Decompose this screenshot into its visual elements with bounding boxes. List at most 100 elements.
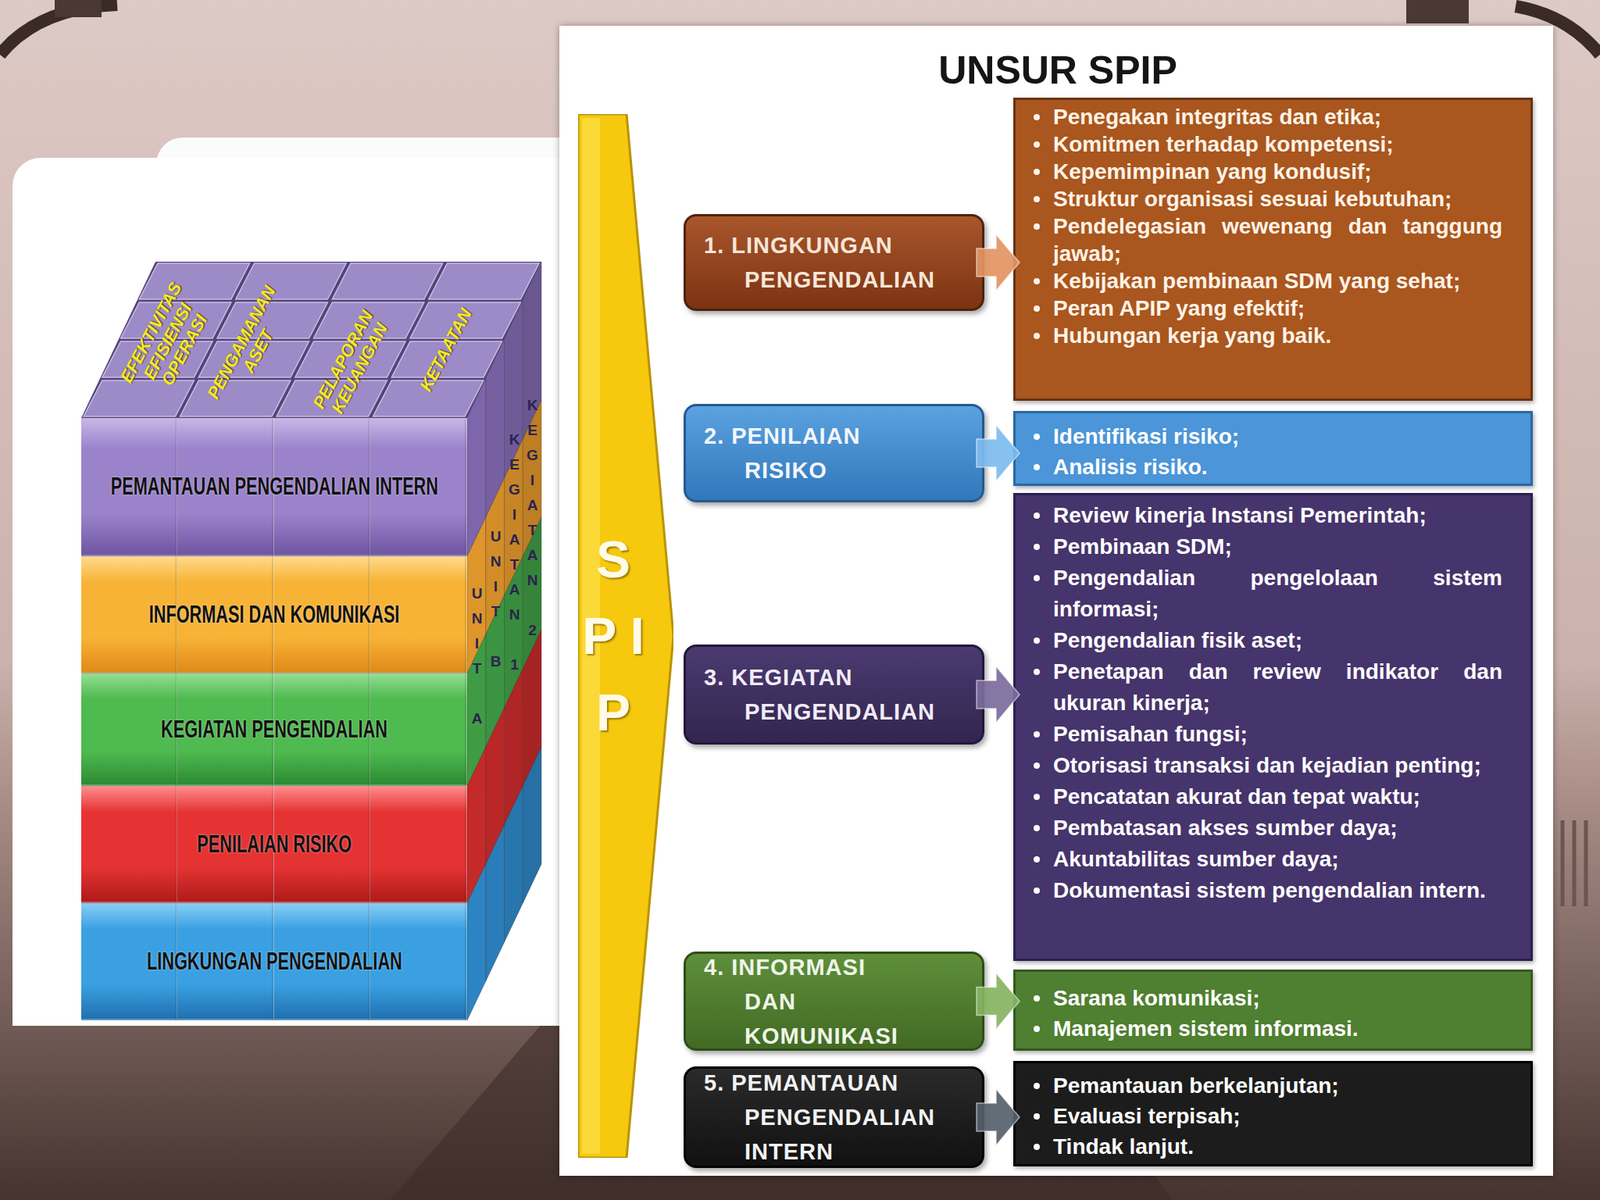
bullet-dot bbox=[1033, 278, 1040, 285]
element-box: 4. INFORMASI DAN KOMUNIKASI bbox=[683, 951, 985, 1051]
bullet-item: Kepemimpinan yang kondusif; bbox=[1033, 157, 1503, 186]
box-label: 4. INFORMASI DAN KOMUNIKASI bbox=[703, 950, 915, 1054]
top-tile bbox=[139, 263, 250, 300]
bullet-item: Identifikasi risiko; bbox=[1033, 421, 1503, 452]
detail-box: Identifikasi risiko;Analisis risiko. bbox=[1013, 410, 1533, 486]
layer-band: PEMANTAUAN PENGENDALIAN INTERN bbox=[81, 417, 468, 557]
unit-label: KEGIATAN 2 bbox=[523, 396, 541, 647]
bullet-text: Sarana komunikasi; bbox=[1053, 982, 1503, 1014]
bullet-dot bbox=[1033, 196, 1040, 203]
bullet-text: Pengendalian fisik aset; bbox=[1053, 625, 1503, 657]
element-box: 1. LINGKUNGAN PENGENDALIAN bbox=[683, 214, 985, 311]
top-tile bbox=[83, 380, 194, 417]
layer-band: PENILAIAN RISIKO bbox=[81, 785, 468, 904]
bullet-dot bbox=[1033, 793, 1040, 800]
layer-label: KEGIATAN PENGENDALIAN bbox=[160, 715, 388, 744]
bullet-item: Struktur organisasi sesuai kebutuhan; bbox=[1033, 185, 1503, 213]
bullet-item: Manajemen sistem informasi. bbox=[1033, 1013, 1503, 1044]
bullet-text: Akuntabilitas sumber daya; bbox=[1053, 843, 1503, 875]
bullet-dot bbox=[1033, 305, 1040, 312]
bullet-item: Penetapan dan review indikator dan ukura… bbox=[1033, 656, 1503, 719]
bullet-dot bbox=[1033, 825, 1040, 832]
layer-label: LINGKUNGAN PENGENDALIAN bbox=[146, 947, 403, 976]
bullet-dot bbox=[1033, 1082, 1040, 1090]
bullet-text: Struktur organisasi sesuai kebutuhan; bbox=[1053, 185, 1503, 213]
bullet-text: Pemantauan berkelanjutan; bbox=[1053, 1070, 1503, 1101]
bullet-text: Pencatatan akurat dan tepat waktu; bbox=[1053, 781, 1503, 813]
bullet-text: Manajemen sistem informasi. bbox=[1053, 1013, 1503, 1044]
top-tile bbox=[428, 263, 540, 300]
layer-band: INFORMASI DAN KOMUNIKASI bbox=[81, 556, 468, 674]
bullet-dot bbox=[1033, 575, 1040, 582]
lamp-head bbox=[1406, 0, 1469, 24]
bullet-dot bbox=[1033, 512, 1040, 519]
bullet-text: Penetapan dan review indikator dan ukura… bbox=[1053, 656, 1503, 719]
bullet-item: Pembinaan SDM; bbox=[1033, 531, 1503, 563]
bullet-dot bbox=[1033, 433, 1040, 440]
bullet-dot bbox=[1033, 464, 1040, 471]
bullet-text: Pendelegasian wewenang dan tanggung jawa… bbox=[1053, 212, 1503, 268]
side-face bbox=[485, 825, 505, 982]
layer-label: INFORMASI DAN KOMUNIKASI bbox=[149, 600, 400, 629]
box-label: 5. PEMANTAUAN PENGENDALIAN INTERN bbox=[703, 1065, 954, 1169]
bullet-dot bbox=[1033, 762, 1040, 769]
box-label: 1. LINGKUNGAN PENGENDALIAN bbox=[703, 228, 954, 297]
bullet-text: Otorisasi transaksi dan kejadian penting… bbox=[1053, 750, 1503, 782]
bullet-text: Kebijakan pembinaan SDM yang sehat; bbox=[1053, 267, 1503, 295]
bullet-text: Kepemimpinan yang kondusif; bbox=[1053, 157, 1503, 186]
bullet-dot bbox=[1033, 995, 1040, 1002]
unit-label: KEGIATAN 1 bbox=[505, 431, 523, 682]
bullet-text: Dokumentasi sistem pengendalian intern. bbox=[1053, 875, 1503, 907]
bullet-item: Pengendalian fisik aset; bbox=[1033, 625, 1503, 657]
bullet-dot bbox=[1033, 332, 1040, 340]
bullet-item: Sarana komunikasi; bbox=[1033, 982, 1503, 1014]
side-shade bbox=[485, 825, 505, 982]
lamp-head bbox=[54, 0, 102, 18]
bullet-dot bbox=[1033, 168, 1040, 175]
layer-band: LINGKUNGAN PENGENDALIAN bbox=[81, 903, 468, 1021]
bullet-item: Otorisasi transaksi dan kejadian penting… bbox=[1033, 750, 1503, 782]
detail-box: Review kinerja Instansi Pemerintah;Pembi… bbox=[1013, 492, 1533, 961]
bullet-dot bbox=[1033, 887, 1040, 894]
bullet-text: Analisis risiko. bbox=[1053, 451, 1503, 483]
side-shade bbox=[522, 746, 542, 904]
bullet-dot bbox=[1033, 141, 1040, 148]
fence bbox=[1562, 820, 1586, 907]
top-tile bbox=[235, 263, 347, 300]
bullet-item: Pemantauan berkelanjutan; bbox=[1033, 1070, 1503, 1101]
bullet-item: Penegakan integritas dan etika; bbox=[1033, 103, 1503, 131]
top-tile bbox=[332, 263, 443, 300]
box-label: 2. PENILAIAN RISIKO bbox=[703, 418, 908, 488]
bullet-dot bbox=[1033, 114, 1040, 121]
arrow-letters: S P I P bbox=[578, 521, 649, 751]
bullet-text: Tindak lanjut. bbox=[1053, 1131, 1503, 1162]
bullet-item: Evaluasi terpisah; bbox=[1033, 1100, 1503, 1132]
bullet-item: Pemisahan fungsi; bbox=[1033, 718, 1503, 750]
detail-box: Pemantauan berkelanjutan;Evaluasi terpis… bbox=[1013, 1060, 1533, 1167]
bullet-text: Peran APIP yang efektif; bbox=[1053, 294, 1503, 322]
element-box: 5. PEMANTAUAN PENGENDALIAN INTERN bbox=[683, 1066, 985, 1168]
bullet-text: Review kinerja Instansi Pemerintah; bbox=[1053, 500, 1503, 532]
bullet-item: Pembatasan akses sumber daya; bbox=[1033, 812, 1503, 844]
element-box: 2. PENILAIAN RISIKO bbox=[683, 403, 985, 503]
side-face bbox=[522, 746, 542, 904]
bullet-item: Komitmen terhadap kompetensi; bbox=[1033, 130, 1503, 158]
bullet-dot bbox=[1033, 1025, 1040, 1033]
side-shade bbox=[504, 785, 524, 943]
bullet-text: Hubungan kerja yang baik. bbox=[1053, 321, 1503, 350]
bullet-item: Review kinerja Instansi Pemerintah; bbox=[1033, 500, 1503, 532]
bullet-item: Pengendalian pengelolaan sistem informas… bbox=[1033, 562, 1503, 625]
bullet-dot bbox=[1033, 668, 1040, 675]
bullet-item: Analisis risiko. bbox=[1033, 451, 1503, 483]
bullet-dot bbox=[1033, 856, 1040, 863]
bullet-item: Pendelegasian wewenang dan tanggung jawa… bbox=[1033, 212, 1503, 268]
bullet-dot bbox=[1033, 731, 1040, 738]
bullet-item: Pencatatan akurat dan tepat waktu; bbox=[1033, 781, 1503, 813]
detail-box: Penegakan integritas dan etika;Komitmen … bbox=[1013, 97, 1533, 401]
title: UNSUR SPIP bbox=[823, 46, 1293, 94]
bullet-item: Kebijakan pembinaan SDM yang sehat; bbox=[1033, 267, 1503, 295]
bullet-dot bbox=[1033, 1143, 1040, 1150]
bullet-item: Dokumentasi sistem pengendalian intern. bbox=[1033, 875, 1503, 907]
bullet-dot bbox=[1033, 223, 1040, 230]
